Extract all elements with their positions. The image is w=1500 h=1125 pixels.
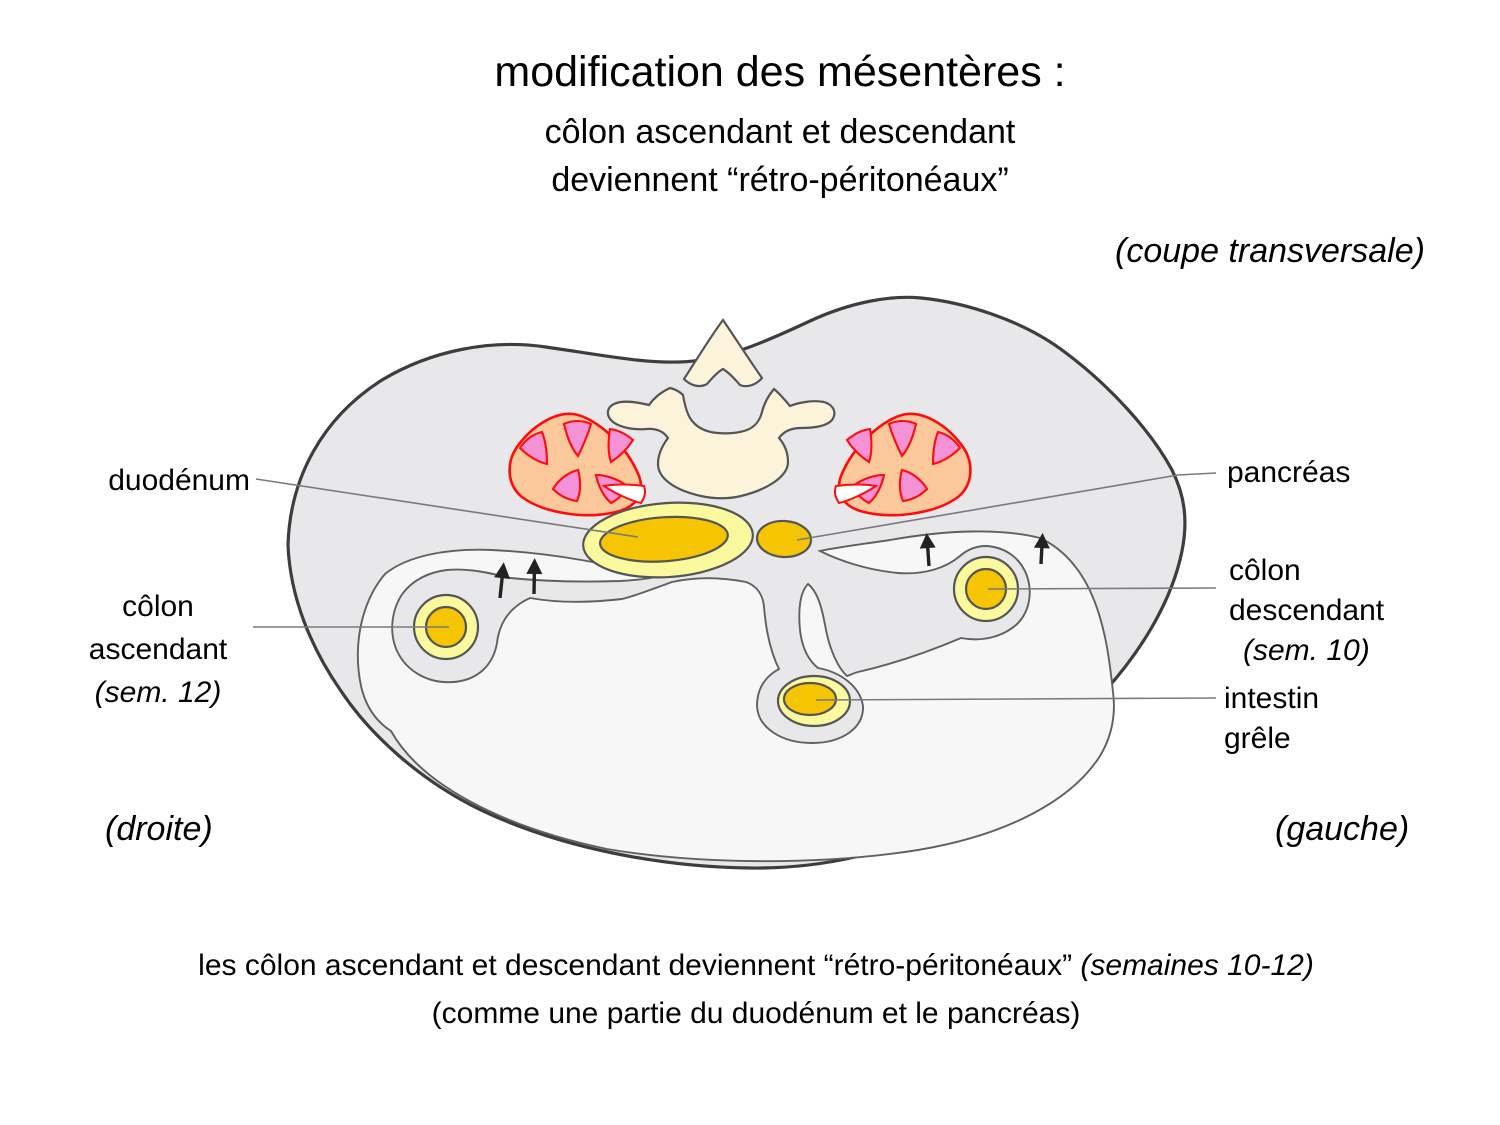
caption-line-1-italic: (semaines 10-12) [1080, 949, 1314, 982]
label-pancreas: pancréas [1227, 456, 1351, 489]
label-intestin-grele: intestin grêle [1224, 679, 1319, 759]
view-note: (coupe transversale) [1115, 232, 1425, 270]
renal-pyramid [887, 419, 918, 458]
renal-pyramid [845, 427, 873, 464]
kidney-right-of-image [834, 412, 972, 517]
label-colon-ascendant-line2: ascendant [88, 633, 228, 666]
duodenum-lumen [598, 515, 729, 563]
renal-pyramid [551, 468, 582, 503]
migration-arrows [494, 533, 1050, 599]
arrow-up-icon [1033, 533, 1050, 565]
label-colon-descendant-line3: (sem. 10) [1243, 634, 1370, 667]
duodenum-shape [582, 501, 754, 579]
vertebra-arch-and-body [606, 386, 836, 500]
label-colon-descendant-line2: descendant [1229, 594, 1385, 627]
arrow-up-icon [494, 562, 511, 599]
colon-descendant-shape [952, 555, 1020, 623]
label-colon-ascendant-line1: côlon [122, 590, 194, 623]
label-colon-descendant-line1: côlon [1229, 554, 1301, 587]
vertebra-spinous-process [682, 318, 764, 388]
renal-hilum-slit [834, 483, 879, 505]
label-side-right: (droite) [105, 810, 213, 848]
renal-hilum-slit [601, 483, 646, 505]
vertebra [606, 318, 836, 500]
figure-caption: les côlon ascendant et descendant devien… [36, 942, 1476, 1038]
label-colon-descendant: côlon descendant (sem. 10) [1229, 551, 1384, 671]
leader-lines [253, 472, 1217, 701]
leader-colon-descendant [987, 587, 1217, 590]
renal-pyramid [518, 430, 549, 466]
label-intestin-grele-line1: intestin [1224, 682, 1320, 715]
leader-intestin-grele [815, 697, 1217, 701]
intestin-grele-lumen [782, 681, 838, 717]
peritoneal-cavity [356, 530, 1115, 863]
title-line-3: deviennent “rétro-péritonéaux” [551, 161, 1009, 200]
caption-line-2: (comme une partie du duodénum et le panc… [431, 997, 1081, 1030]
intestin-grele-shape [776, 674, 852, 728]
pancreas-shape [755, 519, 813, 559]
caption-line-1-regular: les côlon ascendant et descendant devien… [198, 949, 1081, 982]
label-intestin-grele-line2: grêle [1224, 722, 1291, 755]
leader-pancreas [796, 472, 1217, 541]
label-colon-ascendant-line3: (sem. 12) [94, 676, 222, 709]
caption-line-1: les côlon ascendant et descendant devien… [36, 942, 1476, 990]
arrow-up-icon [526, 558, 543, 595]
renal-pyramid [607, 427, 635, 464]
title-line-2: côlon ascendant et descendant [544, 112, 1016, 151]
label-colon-ascendant: côlon ascendant (sem. 12) [58, 585, 258, 714]
renal-pyramid [898, 468, 929, 503]
label-duodenum: duodénum [108, 464, 250, 497]
label-side-left: (gauche) [1275, 810, 1410, 848]
kidney-left-of-image [508, 412, 646, 517]
arrow-up-icon [919, 533, 936, 567]
figure-title: modification des mésentères : côlon asce… [60, 46, 1500, 204]
leader-duodenum [255, 478, 639, 538]
renal-pyramid [931, 430, 962, 466]
renal-pyramid [562, 419, 593, 458]
title-line-1: modification des mésentères : [494, 48, 1066, 96]
